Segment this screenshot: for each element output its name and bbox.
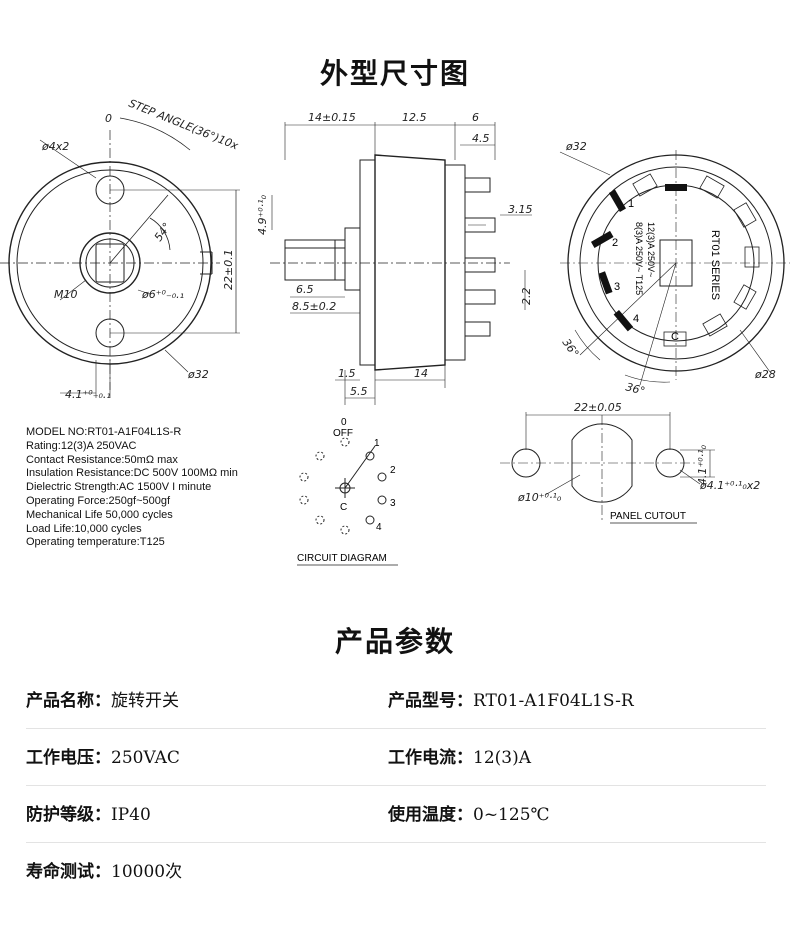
front-thread: M10 bbox=[54, 288, 78, 301]
panel-caption: PANEL CUTOUT bbox=[610, 511, 686, 522]
front-outer-dia: ø32 bbox=[187, 368, 209, 381]
side-d8: 8.5±0.2 bbox=[292, 300, 336, 313]
rear-angle1: 36° bbox=[560, 336, 582, 359]
front-offset: 4.1⁺⁰₋₀.₁ bbox=[65, 388, 111, 401]
rear-rating1: 12(3)A 250V~ bbox=[646, 222, 656, 277]
side-d10: 1.5 bbox=[338, 367, 356, 380]
rear-terminal-3: 3 bbox=[614, 281, 620, 293]
rear-rating2: 8(3)A 250V~ T125 bbox=[634, 222, 644, 295]
rear-terminals bbox=[590, 184, 687, 332]
side-d7: 6.5 bbox=[296, 283, 314, 296]
rear-inner: ø28 bbox=[754, 368, 776, 381]
param-key: 产品名称： bbox=[26, 691, 111, 711]
front-height: 22±0.1 bbox=[222, 249, 235, 290]
circuit-pos-1: 1 bbox=[374, 438, 380, 449]
rear-view bbox=[559, 150, 790, 386]
panel-center: ø10⁺⁰·¹₀ bbox=[517, 491, 562, 504]
panel-hole: ø4.1⁺⁰·¹₀x2 bbox=[699, 479, 760, 492]
param-value: 250VAC bbox=[111, 748, 180, 768]
rear-outer: ø32 bbox=[565, 140, 587, 153]
circuit-diagram bbox=[297, 437, 398, 566]
spec-line: MODEL NO:RT01-A1F04L1S-R bbox=[26, 426, 182, 438]
spec-line: Operating temperature:T125 bbox=[26, 536, 165, 549]
side-d12: 5.5 bbox=[350, 385, 368, 398]
param-row: 产品名称：旋转开关 产品型号：RT01-A1F04L1S-R bbox=[26, 672, 766, 729]
spec-line: Insulation Resistance:DC 500V 100MΩ min bbox=[26, 467, 238, 480]
side-d1: 14±0.15 bbox=[308, 111, 356, 124]
rear-terminal-c: C bbox=[671, 331, 679, 343]
front-view bbox=[0, 117, 240, 398]
spec-line: Operating Force:250gf~500gf bbox=[26, 494, 171, 507]
side-d9: 2.2 bbox=[520, 288, 533, 306]
front-shaft-dia: ø6⁺⁰₋₀.₁ bbox=[141, 288, 184, 301]
side-d11: 14 bbox=[414, 367, 428, 380]
rear-slots bbox=[632, 173, 760, 347]
param-row: 防护等级：IP40 使用温度：0~125℃ bbox=[26, 786, 766, 843]
spec-line: Load Life:10,000 cycles bbox=[26, 522, 142, 535]
spec-line: Contact Resistance:50mΩ max bbox=[26, 453, 178, 466]
param-value: 旋转开关 bbox=[111, 691, 179, 711]
params-table: 产品名称：旋转开关 产品型号：RT01-A1F04L1S-R 工作电压：250V… bbox=[26, 672, 766, 899]
param-value: 0~125℃ bbox=[473, 805, 550, 825]
side-d2: 12.5 bbox=[402, 111, 427, 124]
side-d6: 3.15 bbox=[508, 203, 533, 216]
rear-terminal-1: 1 bbox=[628, 198, 634, 210]
circuit-off: OFF bbox=[333, 428, 353, 439]
panel-width: 22±0.05 bbox=[574, 401, 622, 414]
spec-list: MODEL NO:RT01-A1F04L1S-R Rating:12(3)A 2… bbox=[26, 426, 238, 550]
param-value: IP40 bbox=[111, 805, 151, 825]
front-hole-dia: ø4x2 bbox=[41, 140, 69, 153]
circuit-zero: 0 bbox=[341, 417, 347, 428]
side-d4: 4.5 bbox=[472, 132, 490, 145]
front-step-angle: STEP ANGLE(36°)10x bbox=[127, 97, 241, 153]
rear-terminal-2: 2 bbox=[612, 237, 618, 249]
param-value: RT01-A1F04L1S-R bbox=[473, 691, 634, 711]
param-key: 防护等级： bbox=[26, 805, 111, 825]
param-key: 使用温度： bbox=[388, 805, 473, 825]
param-row: 工作电压：250VAC 工作电流：12(3)A bbox=[26, 729, 766, 786]
circuit-common: C bbox=[340, 502, 347, 513]
panel-height: 4.1⁺⁰·¹₀ bbox=[696, 444, 709, 485]
circuit-pos-4: 4 bbox=[376, 522, 382, 533]
circuit-pos-3: 3 bbox=[390, 498, 396, 509]
panel-cutout bbox=[500, 412, 715, 524]
param-key: 工作电流： bbox=[388, 748, 473, 768]
param-key: 工作电压： bbox=[26, 748, 111, 768]
circuit-pos-2: 2 bbox=[390, 465, 396, 476]
section-title-dimensions: 外型尺寸图 bbox=[319, 57, 470, 90]
param-value: 10000次 bbox=[111, 862, 183, 882]
side-view bbox=[270, 122, 532, 405]
spec-line: Mechanical Life 50,000 cycles bbox=[26, 508, 173, 521]
side-d5: 4.9⁺⁰·¹₀ bbox=[256, 194, 269, 235]
front-zero: 0 bbox=[105, 112, 112, 125]
param-row: 寿命测试：10000次 bbox=[26, 843, 766, 899]
circuit-caption: CIRCUIT DIAGRAM bbox=[297, 553, 387, 564]
section-title-params: 产品参数 bbox=[334, 625, 455, 658]
param-key: 寿命测试： bbox=[26, 862, 111, 882]
front-angle: 54° bbox=[152, 220, 174, 243]
rear-series: RT01 SERIES bbox=[709, 230, 721, 300]
rear-angle2: 36° bbox=[624, 380, 646, 398]
side-d3: 6 bbox=[472, 111, 479, 124]
rear-terminal-4: 4 bbox=[633, 313, 639, 325]
spec-line: Rating:12(3)A 250VAC bbox=[26, 439, 137, 452]
spec-line: Dielectric Strength:AC 1500V I minute bbox=[26, 481, 212, 494]
technical-drawings: 0 STEP ANGLE(36°)10x ø4x2 54° M10 ø6⁺⁰₋₀… bbox=[0, 97, 790, 566]
param-key: 产品型号： bbox=[388, 691, 473, 711]
param-value: 12(3)A bbox=[473, 748, 531, 768]
